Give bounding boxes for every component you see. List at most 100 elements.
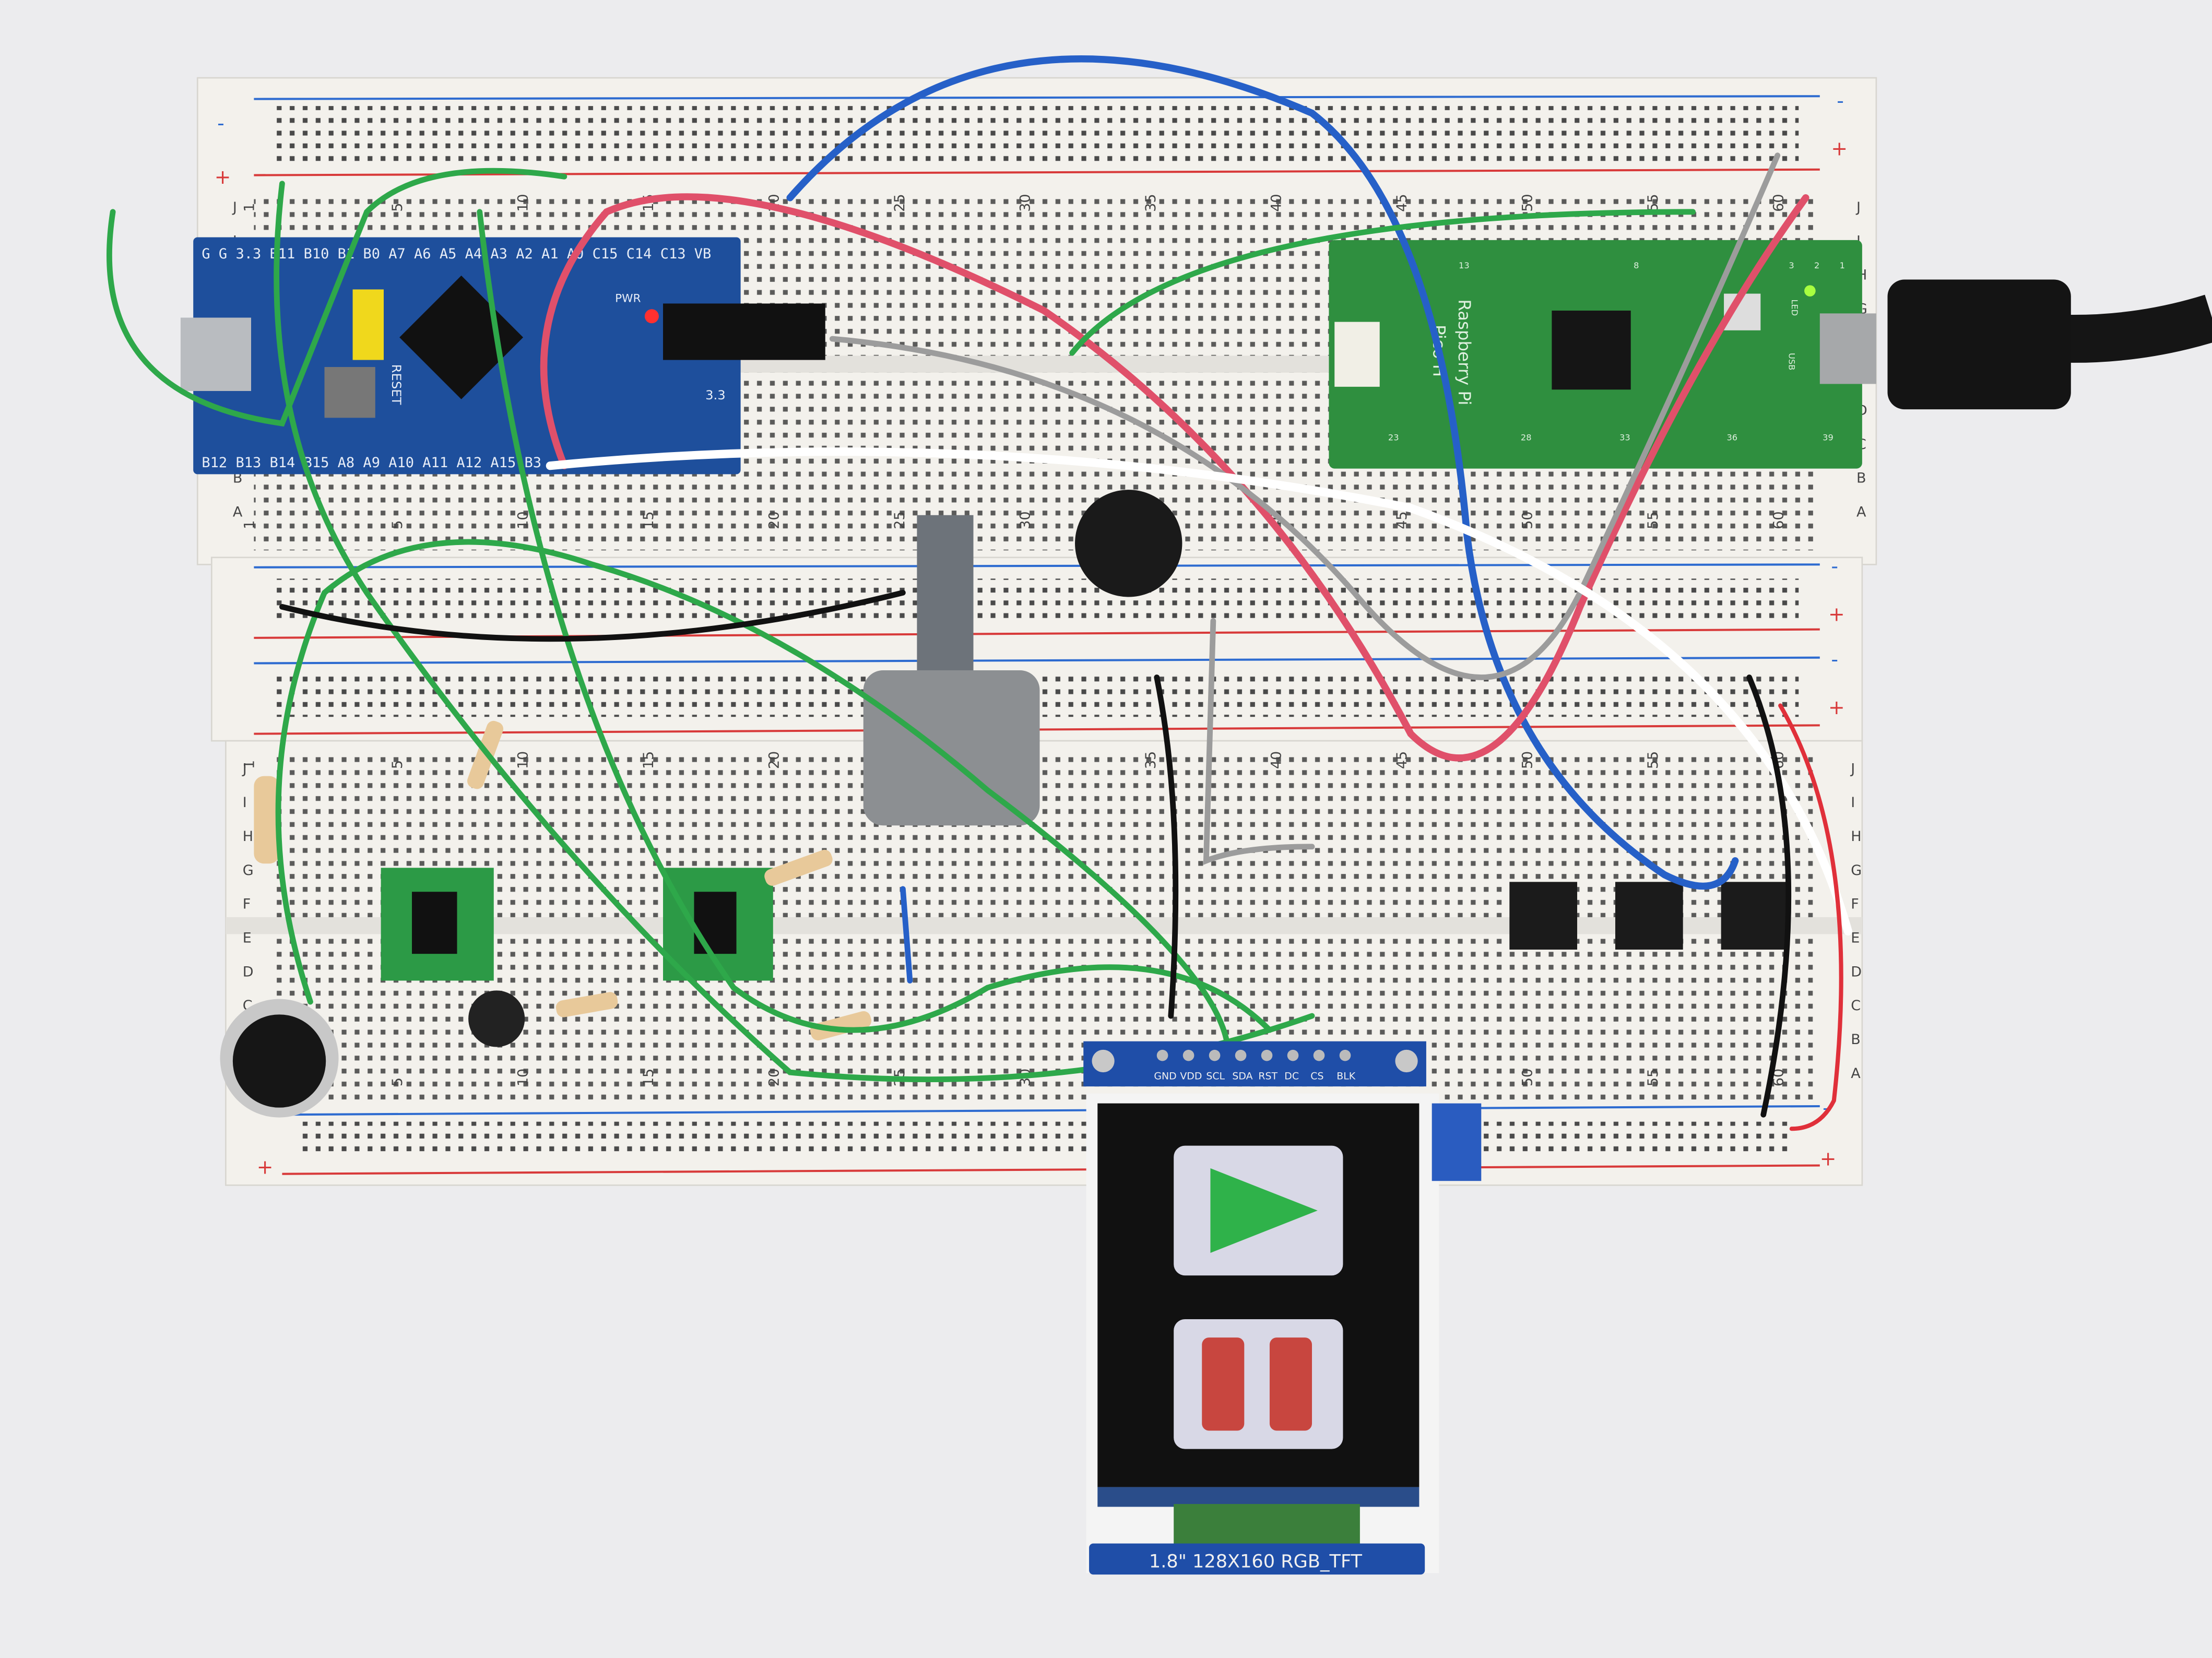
column-number: 50 — [1520, 511, 1536, 529]
resistor — [810, 1011, 872, 1040]
pico-name-line1: Raspberry Pi — [1454, 299, 1474, 405]
pin-number: 33 — [1619, 433, 1630, 443]
jumper-wires — [107, 55, 1852, 1131]
pico-usb-port — [1819, 313, 1876, 384]
column-number: 15 — [641, 511, 657, 529]
column-number: 40 — [1269, 194, 1285, 211]
column-number: 20 — [766, 511, 783, 529]
display-ribbon — [1174, 1503, 1360, 1549]
column-number: 45 — [1394, 511, 1410, 529]
column-number: 25 — [892, 194, 908, 211]
rail-plus-top: + — [215, 165, 231, 188]
row-letter: H — [1851, 828, 1861, 845]
row-letter: A — [233, 504, 243, 520]
pico-usb-label: USB — [1787, 353, 1796, 370]
tft-pin-label: VDD — [1180, 1071, 1202, 1082]
status-led — [1804, 285, 1816, 297]
rail-minus-mid: - — [1831, 555, 1838, 578]
row-letter: E — [243, 930, 252, 946]
row-letter: J — [1855, 199, 1861, 216]
micro-usb-port — [180, 317, 251, 391]
row-letter: I — [243, 795, 247, 811]
raspberry-pi-pico-board: Raspberry Pi Pico H LED USB 13 8 3 2 1 2… — [1329, 240, 1876, 469]
column-number: 60 — [1771, 194, 1787, 211]
row-letter: F — [243, 896, 251, 913]
row-letter: F — [1851, 896, 1859, 913]
pin-number: 8 — [1634, 260, 1639, 270]
tft-pin-dc — [1287, 1049, 1299, 1061]
pin-number: 1 — [1840, 260, 1845, 270]
pin-number: 28 — [1521, 433, 1532, 443]
column-number: 10 — [515, 511, 531, 529]
boot-jumper — [352, 289, 384, 360]
reset-button[interactable] — [324, 367, 375, 418]
pico-led-label: LED — [1790, 299, 1800, 316]
column-number: 30 — [1018, 511, 1034, 529]
pwr-led — [644, 309, 659, 324]
rail-plus-bottom-right: + — [1820, 1147, 1837, 1170]
usb-cable — [1890, 294, 2212, 363]
row-letter: C — [1851, 998, 1861, 1014]
tft-pin-sda — [1235, 1049, 1247, 1061]
row-letter: B — [1851, 1032, 1861, 1048]
column-number: 10 — [515, 751, 531, 769]
row-letter: A — [1851, 1065, 1861, 1082]
tft-model-label: 1.8" 128X160 RGB_TFT — [1149, 1551, 1363, 1572]
pin-number: 3 — [1789, 260, 1794, 270]
buzzer — [1075, 490, 1182, 597]
column-number: 40 — [1269, 751, 1285, 769]
rail-plus-mid2: + — [1828, 696, 1845, 719]
tft-pin-label: GND — [1154, 1071, 1176, 1082]
rail-minus-mid2: - — [1831, 648, 1838, 671]
row-letter: G — [1851, 862, 1862, 879]
column-number: 20 — [766, 1069, 783, 1086]
pin-number: 23 — [1388, 433, 1399, 443]
column-number: 60 — [1771, 511, 1787, 529]
potentiometer[interactable] — [863, 670, 1040, 826]
pin-number: 13 — [1459, 260, 1470, 270]
pause-bar-left — [1202, 1337, 1245, 1431]
v33-label: 3.3 — [705, 387, 726, 402]
column-number: 5 — [389, 1077, 406, 1086]
row-letter: D — [243, 964, 254, 980]
column-number: 45 — [1394, 751, 1410, 769]
pwr-label: PWR — [615, 292, 641, 305]
tft-pin-label: DC — [1284, 1071, 1299, 1082]
tft-pin-label: CS — [1310, 1071, 1323, 1082]
column-number: 5 — [389, 520, 406, 529]
pause-button-icon[interactable] — [1174, 1319, 1343, 1449]
column-number: 10 — [515, 194, 531, 211]
resistor — [764, 849, 833, 886]
column-number: 50 — [1520, 194, 1536, 211]
column-number: 1 — [241, 520, 257, 529]
reset-label: RESET — [389, 364, 404, 405]
usb-plug — [1887, 279, 2071, 410]
rail-minus-top-right: - — [1837, 89, 1844, 112]
push-button-1[interactable] — [1509, 882, 1578, 950]
row-letter: G — [243, 862, 254, 879]
push-button-3[interactable] — [1721, 882, 1789, 950]
row-letter: J — [232, 199, 237, 216]
tft-pin-label: BLK — [1336, 1071, 1356, 1082]
pin-number: 39 — [1823, 433, 1834, 443]
row-letter: D — [1851, 964, 1862, 980]
resistor — [555, 992, 618, 1017]
stm32-bottom-pin-labels: B12 B13 B14 B15 A8 A9 A10 A11 A12 A15 B3 — [202, 455, 541, 471]
potentiometer-shaft — [917, 515, 974, 685]
column-number: 55 — [1645, 511, 1661, 529]
column-number: 55 — [1645, 751, 1661, 769]
column-number: 50 — [1520, 751, 1536, 769]
row-letter: E — [1851, 930, 1860, 946]
swd-header — [663, 303, 825, 360]
push-button-2[interactable] — [1615, 882, 1683, 950]
tft-pin-vdd — [1182, 1049, 1194, 1061]
column-number: 20 — [766, 751, 783, 769]
pin-number: 2 — [1814, 260, 1819, 270]
stm32-top-pin-labels: G G 3.3 B11 B10 B1 B0 A7 A6 A5 A4 A3 A2 … — [202, 246, 711, 262]
play-triangle-icon — [1210, 1168, 1318, 1253]
column-number: 45 — [1394, 194, 1410, 211]
column-number: 25 — [892, 511, 908, 529]
column-number: 30 — [1018, 194, 1034, 211]
